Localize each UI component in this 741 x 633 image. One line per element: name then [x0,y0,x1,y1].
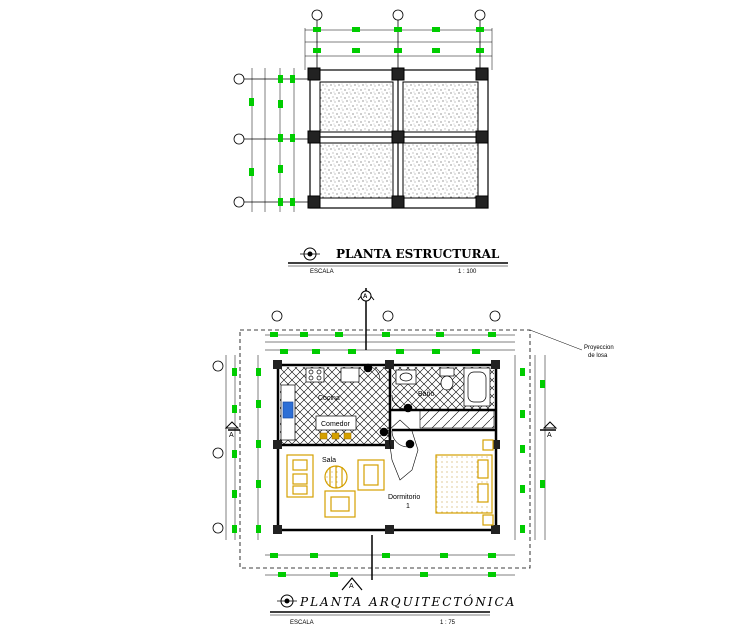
room-label-living: Sala [322,457,336,464]
closet-hatch [419,409,495,429]
slab-note-line1: Proyeccion [584,345,614,351]
section-mark-right-label: A [547,432,552,439]
section-mark-top: A [357,288,375,350]
axis-markers-top [311,9,486,68]
axis-markers-arch [212,310,501,534]
slab-note-line2: de losa [588,353,608,359]
structural-title-block: PLANTA ESTRUCTURAL ESCALA 1 : 100 [288,247,508,275]
door-swings [363,363,419,481]
structural-plan-title: PLANTA ESTRUCTURAL [336,247,500,261]
columns-arch [273,360,500,534]
bath-fixtures [395,367,491,407]
columns [307,67,489,209]
section-mark-right: A [540,421,558,439]
axis-markers-left [233,73,308,208]
room-label-dining: Comedor [321,421,350,428]
slab-panels [319,81,479,199]
section-mark-left-label: A [229,432,234,439]
bedroom-furniture [435,439,494,526]
dining-table [315,415,357,431]
room-label-bedroom-number: 1 [406,503,410,510]
room-label-bath: Baño [418,391,434,398]
section-mark-bottom: A [341,535,373,591]
architectural-title-block: PLANTA ARQUITECTÓNICA ESCALA 1 : 75 [270,593,516,626]
room-label-kitchen: Cocina [318,395,340,402]
slab-note-leader [529,329,583,351]
section-mark-bottom-label: A [349,583,354,590]
section-mark-top-label: A [363,294,368,300]
room-label-bedroom: Dormitorio [388,494,420,501]
architectural-scale-label: ESCALA [290,620,314,626]
kitchen-dining-floor [280,367,390,445]
dining-chairs [319,432,352,440]
architectural-scale-value: 1 : 75 [440,620,456,626]
dimension-ticks-structural [249,27,484,206]
architectural-plan-title: PLANTA ARQUITECTÓNICA [299,593,516,609]
structural-scale-label: ESCALA [310,269,334,275]
kitchen-fixtures [280,367,360,441]
living-furniture [286,454,385,518]
section-mark-left: A [224,421,240,439]
structural-plan: PLANTA ESTRUCTURAL ESCALA 1 : 100 [233,9,508,275]
structural-scale-value: 1 : 100 [458,269,477,275]
architectural-plan: A Proyeccion de losa [212,288,614,626]
dimension-ticks-arch [232,332,545,577]
slab-projection [239,329,531,569]
